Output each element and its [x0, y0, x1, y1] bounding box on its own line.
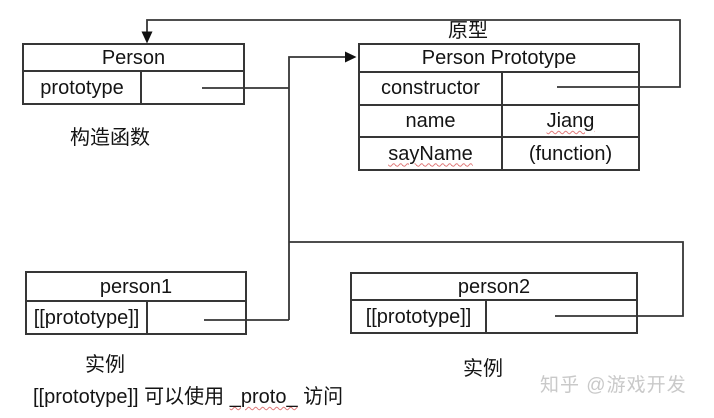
- sayname-key-text: sayName: [388, 142, 473, 165]
- arrowhead-right-icon: [345, 51, 357, 63]
- person1-prototype-key: [[prototype]]: [27, 302, 148, 333]
- table-row: name Jiang: [360, 105, 638, 139]
- zhihu-watermark: 知乎 @游戏开发: [540, 375, 687, 396]
- footnote: [[prototype]] 可以使用 _proto_ 访问: [33, 385, 343, 409]
- constructor-key: constructor: [360, 73, 503, 104]
- table-row: prototype: [24, 72, 243, 103]
- table-row: sayName (function): [360, 138, 638, 170]
- person-box-title: Person: [24, 45, 243, 72]
- footnote-post: 访问: [297, 386, 344, 408]
- person-prototype-value: [142, 72, 243, 103]
- person2-prototype-key: [[prototype]]: [352, 301, 487, 332]
- footnote-proto: _proto_: [229, 386, 298, 408]
- constructor-value: [503, 73, 638, 104]
- table-row: constructor: [360, 73, 638, 106]
- table-row: [[prototype]]: [27, 302, 245, 333]
- person-box: Person prototype: [22, 43, 245, 105]
- sayname-value: (function): [528, 142, 613, 165]
- person1-prototype-value: [148, 302, 245, 333]
- name-value-text: Jiang: [546, 110, 595, 132]
- arrowhead-down-icon: [141, 31, 153, 44]
- name-value: Jiang: [503, 106, 638, 137]
- constructor-function-label: 构造函数: [70, 127, 150, 149]
- footnote-pre: [[prototype]] 可以使用: [33, 386, 230, 408]
- person2-prototype-value: [487, 301, 636, 332]
- person1-box-title: person1: [27, 273, 245, 302]
- person-prototype-box: Person Prototype constructor name Jiang …: [358, 43, 640, 171]
- name-key: name: [360, 105, 503, 137]
- sayname-key: sayName: [360, 138, 503, 170]
- instance-label-left: 实例: [85, 354, 125, 376]
- person1-box: person1 [[prototype]]: [25, 271, 247, 335]
- instance-label-right: 实例: [463, 358, 503, 380]
- person-prototype-key: prototype: [24, 72, 142, 103]
- table-row: [[prototype]]: [352, 301, 636, 332]
- person2-box: person2 [[prototype]]: [350, 272, 638, 334]
- prototype-label: 原型: [448, 20, 488, 42]
- person-prototype-box-title: Person Prototype: [360, 45, 638, 73]
- person2-box-title: person2: [352, 274, 636, 301]
